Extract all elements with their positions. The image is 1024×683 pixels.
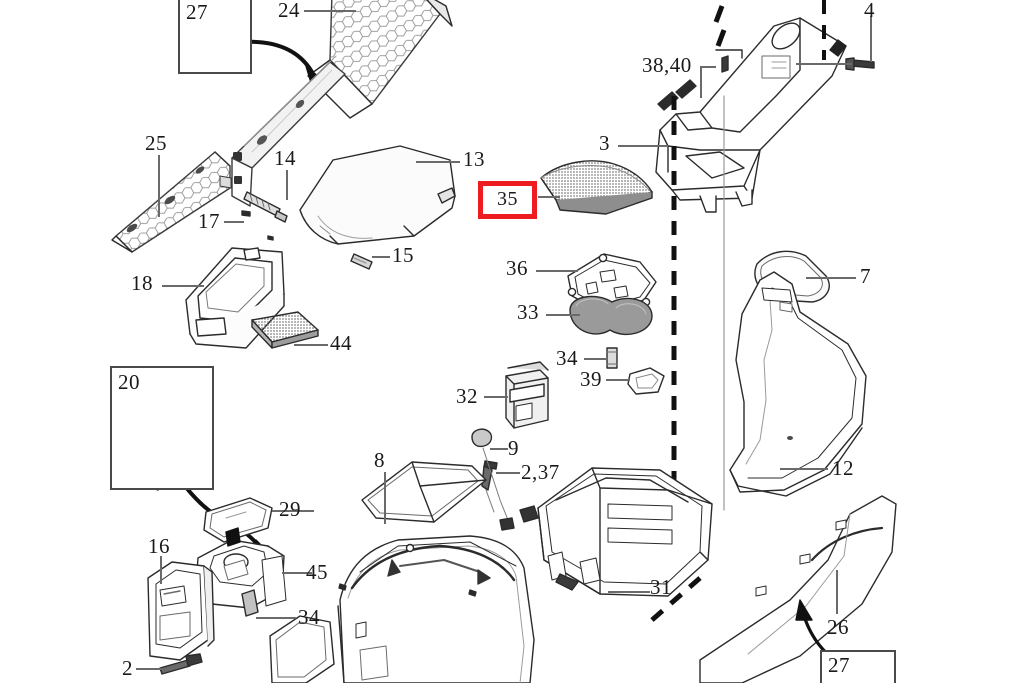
part-12-shape [729, 271, 867, 497]
leader-35 [538, 196, 560, 198]
callout-20[interactable]: 20 [118, 370, 140, 394]
leader-25 [158, 155, 160, 217]
part-2-37-shape [481, 460, 498, 491]
part-9-shape [471, 428, 493, 448]
callout-12[interactable]: 12 [832, 456, 854, 480]
leader-31b [608, 591, 650, 593]
leader-4 [870, 16, 872, 62]
part-39-shape [627, 367, 665, 395]
callout-4[interactable]: 4 [864, 0, 875, 22]
leader-4-h [796, 63, 852, 65]
detail-panel-20 [110, 366, 214, 490]
callout-18[interactable]: 18 [131, 271, 153, 295]
part-29-shape [203, 497, 273, 543]
callout-29[interactable]: 29 [279, 497, 301, 521]
leader-17 [224, 221, 244, 223]
part-33-shape [569, 295, 653, 335]
callout-32[interactable]: 32 [456, 384, 478, 408]
detail-panel-27-top [178, 0, 252, 74]
part-2-shape [159, 653, 203, 675]
part-44-shape [251, 311, 319, 349]
callout-13[interactable]: 13 [463, 147, 485, 171]
leader-34b [256, 617, 296, 619]
part-15-shape [350, 253, 373, 270]
callout-27-bottom[interactable]: 27 [828, 653, 850, 677]
callout-38-40[interactable]: 38,40 [642, 53, 692, 77]
callout-26[interactable]: 26 [827, 615, 849, 639]
part-rail-shape [231, 55, 346, 207]
part-3-shape [655, 5, 847, 213]
leader-45 [282, 572, 312, 574]
callout-7[interactable]: 7 [860, 264, 871, 288]
callout-44[interactable]: 44 [330, 331, 352, 355]
callout-8[interactable]: 8 [374, 448, 385, 472]
leader-39 [606, 379, 630, 381]
leader-2 [136, 668, 166, 670]
callout-15[interactable]: 15 [392, 243, 414, 267]
part-31-shape [537, 467, 713, 597]
part-18-shape [185, 247, 285, 349]
callout-36[interactable]: 36 [506, 256, 528, 280]
callout-9[interactable]: 9 [508, 436, 519, 460]
leader-26 [836, 570, 838, 614]
part-lower-bracket-shape [269, 615, 335, 683]
callout-34-upper[interactable]: 34 [556, 346, 578, 370]
part-console-body-shape [337, 535, 535, 683]
leader-15 [372, 256, 390, 258]
part-8-shape [361, 461, 487, 523]
part-14-shape [243, 191, 288, 223]
leader-24 [304, 10, 356, 12]
leader-8 [384, 472, 386, 524]
callout-24[interactable]: 24 [278, 0, 300, 22]
leader-38-40-drop [700, 66, 702, 98]
leader-18 [162, 285, 204, 287]
leader-9 [490, 448, 508, 450]
leader-36 [536, 270, 578, 272]
leader-34a [584, 358, 608, 360]
part-13-shape [299, 145, 456, 245]
leader-2-37 [496, 472, 520, 474]
detail-panel-27-bottom [820, 650, 896, 683]
part-32-shape [505, 361, 549, 429]
callout-3[interactable]: 3 [599, 131, 610, 155]
part-26-shape [699, 495, 897, 683]
leader-14 [286, 170, 288, 200]
leader-32 [484, 396, 508, 398]
leader-3 [618, 145, 668, 147]
leader-44 [294, 344, 328, 346]
leader-38-40 [700, 66, 716, 68]
callout-35-highlighted[interactable]: 35 [478, 181, 537, 219]
part-17-shape [241, 210, 251, 217]
leader-29 [272, 510, 314, 512]
callout-45[interactable]: 45 [306, 560, 328, 584]
callout-2[interactable]: 2 [122, 656, 133, 680]
callout-2-37[interactable]: 2,37 [521, 460, 560, 484]
part-34b-shape [241, 589, 259, 617]
leader-12 [780, 468, 828, 470]
callout-16[interactable]: 16 [148, 534, 170, 558]
assembly-dashed-lines [650, 0, 826, 622]
leader-33 [546, 314, 580, 316]
callout-39[interactable]: 39 [580, 367, 602, 391]
part-24-shape [307, 0, 453, 119]
callout-33[interactable]: 33 [517, 300, 539, 324]
callout-14[interactable]: 14 [274, 146, 296, 170]
part-34a-shape [606, 347, 618, 369]
callout-25[interactable]: 25 [145, 131, 167, 155]
leader-16 [160, 556, 162, 584]
callout-17[interactable]: 17 [198, 209, 220, 233]
callout-31[interactable]: 31 [650, 575, 672, 599]
part-35-shape [540, 160, 653, 215]
leader-7 [806, 277, 856, 279]
leader-13 [416, 161, 460, 163]
callout-27-top[interactable]: 27 [186, 0, 208, 24]
part-16-shape [147, 561, 215, 661]
part-25-shape [111, 151, 232, 253]
callout-34-lower[interactable]: 34 [298, 605, 320, 629]
